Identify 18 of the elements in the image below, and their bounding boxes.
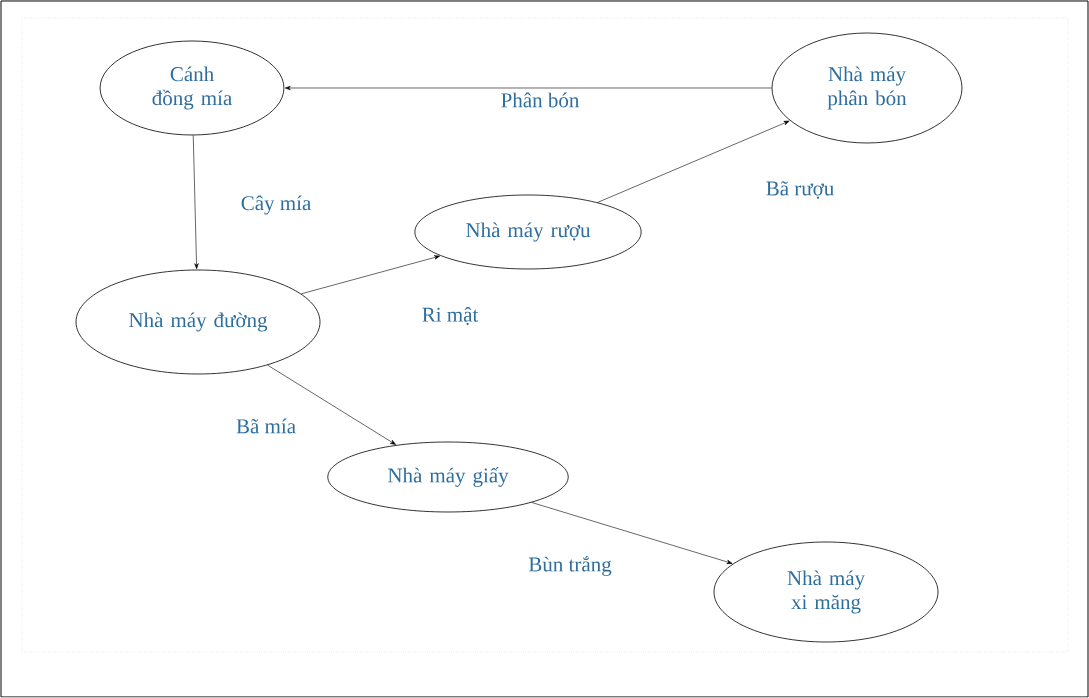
arrow (192, 135, 199, 269)
edge-label: Bã mía (234, 417, 298, 435)
arrow (300, 255, 440, 295)
ellipse-node: Nhà máy phân bón (771, 32, 963, 144)
ellipse-node: Nhà máy xi măng (713, 541, 939, 643)
ellipse-node: Nhà máy đường (75, 269, 321, 375)
edge-label: Phân bón (499, 91, 581, 109)
arrow (531, 502, 733, 564)
edge-label: Bã rượu (764, 180, 836, 200)
ellipse-node: Cánh đồng mía (99, 40, 285, 136)
edge-label: Cây mía (239, 194, 313, 216)
ellipse-node: Nhà máy giấy (327, 441, 569, 513)
arrow (267, 364, 396, 445)
arrow (597, 120, 790, 203)
arrow (284, 85, 772, 91)
edge-label: Ri mật (420, 305, 480, 327)
ellipse-node: Nhà máy rượu (414, 194, 642, 270)
edge-label: Bùn trắng (527, 555, 613, 577)
